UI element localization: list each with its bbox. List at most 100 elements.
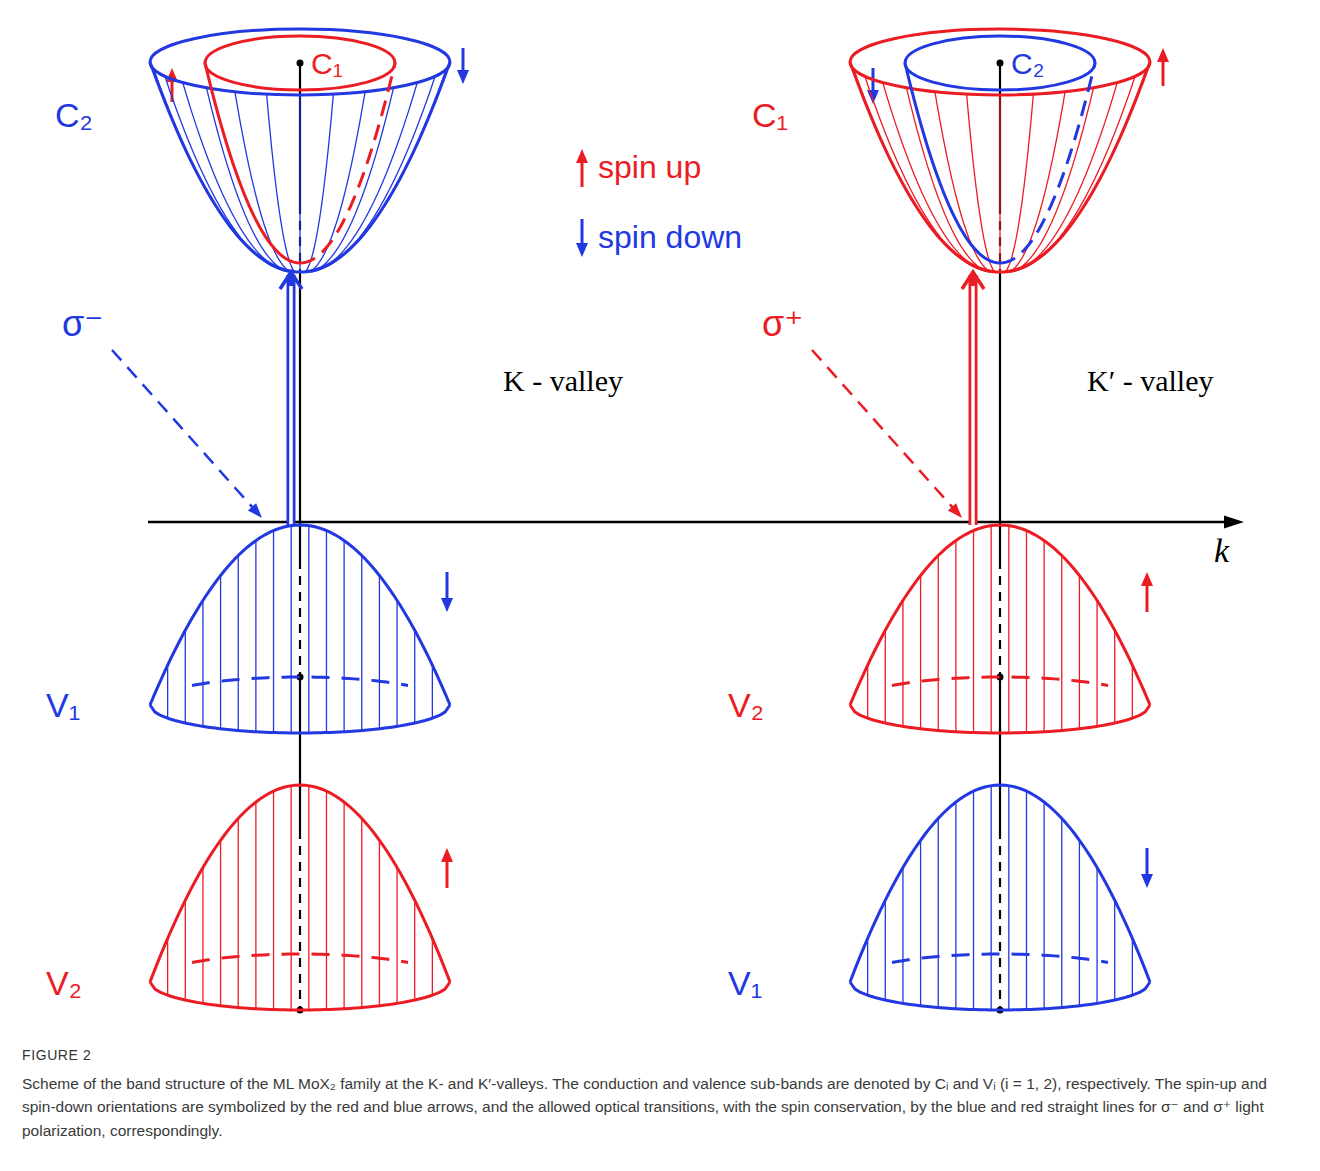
valence-subband: V₁ (850, 785, 1150, 1010)
axis-label-box: k (1214, 532, 1229, 569)
polarization-label: σ⁺ (762, 304, 803, 344)
conduction-subband: C₁C₂ (850, 29, 1150, 272)
transition-line (969, 275, 978, 525)
band-hatching (167, 666, 168, 718)
band-hatching (1043, 542, 1044, 732)
spin-arrow-sample (574, 147, 590, 189)
band-hatching (1114, 901, 1115, 1000)
band-surface (150, 785, 450, 1010)
legend: spin upspin down (574, 146, 742, 286)
polarization-label: σ⁻ (62, 304, 103, 344)
band-hatching (185, 901, 186, 1000)
transition-head (962, 272, 984, 289)
spin-arrow-head (1141, 572, 1153, 586)
valley-label: K - valley (503, 364, 623, 397)
band-rim-back (892, 954, 1108, 963)
band-hatching (973, 532, 974, 733)
band-hatching (920, 841, 921, 1006)
valley-axis (999, 677, 1001, 830)
spin-arrow-head (1141, 874, 1153, 888)
band-hatching (1012, 83, 1118, 272)
band-rim (205, 36, 395, 90)
band-hatching (308, 787, 309, 1010)
band-hatching (902, 601, 903, 726)
band-hatching (854, 69, 986, 270)
band-rim-back (192, 677, 408, 686)
k-axis (148, 521, 1228, 524)
spin-arrow-head (457, 70, 469, 84)
caption-box: Scheme of the band structure of the ML M… (22, 1072, 1298, 1142)
band-hatching (299, 95, 300, 273)
band-hatching (343, 542, 344, 732)
band-surface (850, 525, 1150, 733)
band-hatching (1008, 527, 1009, 733)
axis-label: k (1214, 532, 1229, 569)
band-hatching (955, 803, 956, 1009)
valley-axis (299, 560, 301, 677)
spin-arrow-head (867, 90, 879, 104)
valley-label-box: K′ - valley (1087, 364, 1214, 397)
subband-label: C₁ (311, 49, 343, 79)
band-rim-back (192, 954, 408, 963)
band-outline (150, 525, 450, 705)
band-hatching (291, 527, 292, 733)
spin-arrow (1146, 582, 1149, 612)
valley-axis (299, 830, 301, 1010)
subband-label: C₂ (1011, 49, 1044, 79)
conduction-subband: C₁ (205, 36, 395, 263)
band-hatching (1061, 819, 1062, 1007)
band-hatching (273, 532, 274, 733)
band-hatching (885, 901, 886, 1000)
band-hatching (1008, 787, 1009, 1010)
transition-head (280, 272, 302, 289)
band-hatching (202, 601, 203, 726)
band-hatching (312, 83, 418, 272)
band-hatching (955, 542, 956, 732)
spin-arrow (581, 159, 584, 187)
valley-axis (299, 677, 301, 830)
band-hatching (1079, 576, 1080, 728)
band-hatching (1096, 601, 1097, 726)
spin-arrow (446, 572, 449, 602)
band-hatching (396, 868, 397, 1003)
band-hatching (973, 792, 974, 1009)
band-hatching (432, 939, 433, 995)
band-hatching (202, 868, 203, 1003)
band-rim-back (892, 677, 1108, 686)
band-rim (150, 29, 450, 95)
optical-transition (962, 272, 984, 525)
band-hatching (1026, 532, 1027, 733)
legend-label: spin up (598, 150, 701, 185)
band-rim (850, 982, 1150, 1010)
band-surface (905, 36, 1095, 263)
band-surface (205, 36, 395, 263)
spin-arrow (581, 219, 584, 247)
spin-arrow-head (576, 149, 588, 163)
polarization-label-box: σ⁻ (62, 304, 103, 344)
band-hatching (938, 557, 939, 731)
transition-line-inner (971, 286, 975, 525)
band-hatching (326, 532, 327, 733)
legend-entry: spin up (574, 146, 742, 190)
valley-axis (299, 272, 301, 560)
band-hatching (935, 92, 994, 273)
polarization-label-box: σ⁺ (762, 304, 803, 344)
band-hatching (1079, 841, 1080, 1006)
band-hatching (1043, 803, 1044, 1009)
band-hatching (361, 819, 362, 1007)
band-hatching (220, 576, 221, 728)
band-hatching (1061, 557, 1062, 731)
band-hatching (938, 819, 939, 1007)
spin-arrow-head (441, 598, 453, 612)
axis-dot (297, 60, 304, 67)
band-hatching (326, 792, 327, 1009)
band-hatching (255, 803, 256, 1009)
band-hatching (343, 803, 344, 1009)
band-hatching (291, 787, 292, 1010)
band-outline (150, 785, 450, 982)
band-hatching (379, 576, 380, 728)
figure-number-box: FIGURE 2 (22, 1048, 91, 1063)
band-hatching (185, 631, 186, 723)
band-hatching (920, 576, 921, 728)
band-outline (850, 525, 1150, 705)
